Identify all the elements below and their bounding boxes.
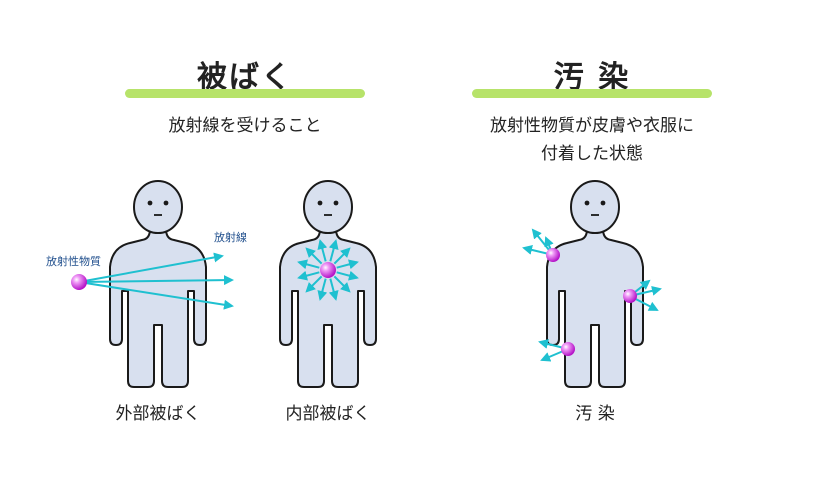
person-external xyxy=(109,180,207,388)
internal-ray xyxy=(305,275,323,293)
internal-ray xyxy=(317,239,328,262)
radiation-ray-1 xyxy=(78,252,224,283)
contamination-description-line2: 付着した状態 xyxy=(541,144,643,164)
internal-ray xyxy=(317,278,328,301)
contaminant-shoulder xyxy=(522,228,560,262)
internal-exposure-caption: 内部被ばく xyxy=(285,404,371,424)
contamination-title-underline xyxy=(472,89,712,98)
internal-ray xyxy=(328,239,339,262)
person-internal xyxy=(279,180,377,388)
internal-ray xyxy=(305,247,323,265)
radioactive-particle-shoulder xyxy=(546,248,560,262)
radioactive-particle-internal xyxy=(320,262,336,278)
radiation-ray-2 xyxy=(78,275,234,286)
internal-ray xyxy=(333,275,351,293)
contaminant-hand xyxy=(623,279,662,311)
internal-ray xyxy=(333,247,351,265)
contaminant-leg xyxy=(538,339,575,362)
internal-ray xyxy=(297,270,320,281)
ray-label: 放射線 xyxy=(214,230,247,244)
source-label: 放射性物質 xyxy=(46,254,101,268)
external-exposure-figure: 放射性物質 放射線 xyxy=(46,180,247,388)
radioactive-particle-hand xyxy=(623,289,637,303)
radioactive-particle-external xyxy=(71,274,87,290)
exposure-description: 放射線を受けること xyxy=(168,116,322,136)
internal-exposure-figure xyxy=(279,180,377,388)
internal-ray xyxy=(336,259,359,270)
internal-ray xyxy=(297,259,320,270)
internal-ray xyxy=(336,270,359,281)
contamination-caption: 汚 染 xyxy=(575,404,615,424)
internal-ray xyxy=(328,278,339,301)
contamination-figure xyxy=(522,180,662,388)
exposure-title-underline xyxy=(125,89,365,98)
contamination-description-line1: 放射性物質が皮膚や衣服に xyxy=(490,116,694,136)
radioactive-particle-leg xyxy=(561,342,575,356)
external-exposure-caption: 外部被ばく xyxy=(115,404,201,424)
radiation-ray-3 xyxy=(78,281,234,310)
person-contamination xyxy=(546,180,644,388)
